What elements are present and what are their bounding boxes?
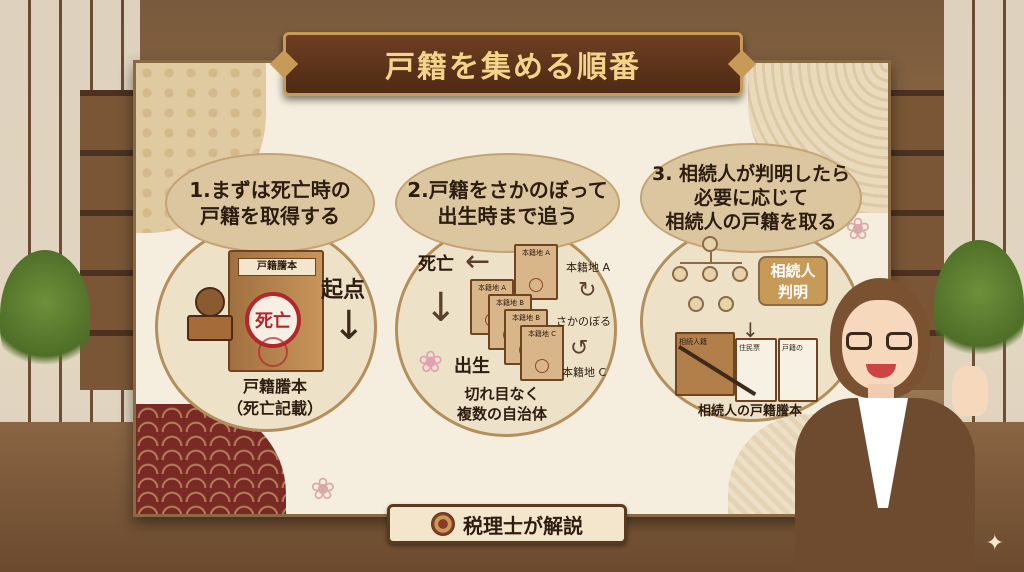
footer-plaque: 税理士が解説 [387, 504, 627, 544]
bookshelf-left [80, 90, 140, 390]
heir-identified-badge: 相続人 判明 [758, 256, 828, 306]
cycle-arrow-icon: ↻ [578, 278, 597, 303]
death-seal-text: 死亡 [255, 311, 291, 332]
step-2-heading-line: 出生時まで追う [437, 204, 578, 228]
hanko-stamp-icon [187, 287, 233, 347]
glasses-icon [886, 332, 912, 350]
document-label: 戸籍の [782, 344, 803, 352]
document-label: 相続人籍 [679, 338, 707, 346]
start-point-label: 起点 [321, 278, 366, 303]
koseki-document-icon: 本籍地 C [520, 325, 564, 381]
family-node [688, 296, 704, 312]
step-3-heading-line: 3. 相続人が判明したら [651, 163, 851, 185]
step-3-heading-line: 必要に応じて [693, 187, 808, 209]
family-tree-icon [670, 236, 750, 316]
koseki-document-icon: 本籍地 A [514, 244, 558, 300]
step-3-heading: 3. 相続人が判明したら 必要に応じて 相続人の戸籍を取る [640, 143, 862, 253]
document-label: 本籍地 B [495, 299, 525, 307]
stamp-base [187, 315, 233, 341]
document-label: 住民票 [739, 344, 760, 352]
step-2-caption: 切れ目なく 複数の自治体 [437, 384, 567, 424]
document-label: 本籍地 A [477, 284, 506, 292]
family-node [702, 236, 718, 252]
sakura-deco-icon: ❀ [310, 472, 336, 507]
heir-badge-line: 相続人 [770, 262, 816, 280]
step-1-caption-line: 戸籍謄本 [242, 377, 307, 396]
document-seal-icon [529, 278, 543, 292]
family-crest-icon [431, 512, 455, 536]
cycle-arrow-icon: ↺ [570, 336, 589, 361]
domicile-a-label: 本籍地 A [566, 261, 611, 274]
presenter-mouth [866, 364, 896, 378]
family-node [702, 266, 718, 282]
step-1-caption: 戸籍謄本 （死亡記載） [205, 376, 345, 420]
document-seal-icon [535, 359, 549, 373]
small-seal-icon [258, 337, 288, 367]
sparkle-icon: ✦ [985, 531, 1004, 556]
glasses-icon [846, 332, 872, 350]
step-2-caption-line: 切れ目なく [464, 385, 540, 403]
family-line [710, 252, 712, 262]
step-1-caption-line: （死亡記載） [226, 399, 323, 418]
step-2-caption-line: 複数の自治体 [456, 405, 547, 423]
step-1-heading-line: 戸籍を取得する [200, 204, 340, 228]
title-plaque: 戸籍を集める順番 [283, 32, 743, 96]
birth-label: 出生 [454, 356, 490, 377]
koseki-document-icon: 戸籍の [778, 338, 818, 402]
domicile-c-label: 本籍地 C [562, 366, 607, 379]
step-1-heading-line: 1.まずは死亡時の [189, 178, 351, 202]
sakura-icon: ❀ [418, 345, 444, 380]
stamp-handle [195, 287, 225, 317]
step-3-heading-line: 相続人の戸籍を取る [665, 211, 837, 233]
family-line [680, 262, 742, 264]
step-1-heading: 1.まずは死亡時の 戸籍を取得する [165, 153, 375, 253]
arrow-down-icon: ↓ [424, 285, 458, 331]
koseki-book-label: 戸籍謄本 [238, 258, 316, 276]
resident-record-document-icon: 住民票 [735, 338, 777, 402]
arrow-left-icon: ← [465, 244, 491, 279]
step-2-heading: 2.戸籍をさかのぼって 出生時まで追う [395, 153, 620, 253]
document-label: 本籍地 C [527, 330, 557, 338]
arrow-down-icon: ↓ [742, 318, 759, 342]
death-label: 死亡 [418, 254, 454, 275]
footer-label: 税理士が解説 [463, 513, 583, 538]
step-2-heading-line: 2.戸籍をさかのぼって [407, 178, 608, 202]
presenter-illustration [780, 270, 990, 572]
document-label: 本籍地 A [521, 249, 550, 257]
plant-left-icon [0, 250, 90, 380]
trace-back-label: さかのぼる [556, 315, 611, 328]
document-label: 本籍地 B [511, 314, 541, 322]
family-node [732, 266, 748, 282]
step-3-caption: 相続人の戸籍謄本 [697, 404, 802, 419]
arrow-down-icon: ↓ [332, 303, 366, 349]
page-title: 戸籍を集める順番 [385, 50, 641, 85]
heir-badge-line: 判明 [777, 283, 808, 301]
family-node [718, 296, 734, 312]
plant-right-icon [934, 240, 1024, 370]
presenter-hand [952, 366, 988, 416]
family-node [672, 266, 688, 282]
